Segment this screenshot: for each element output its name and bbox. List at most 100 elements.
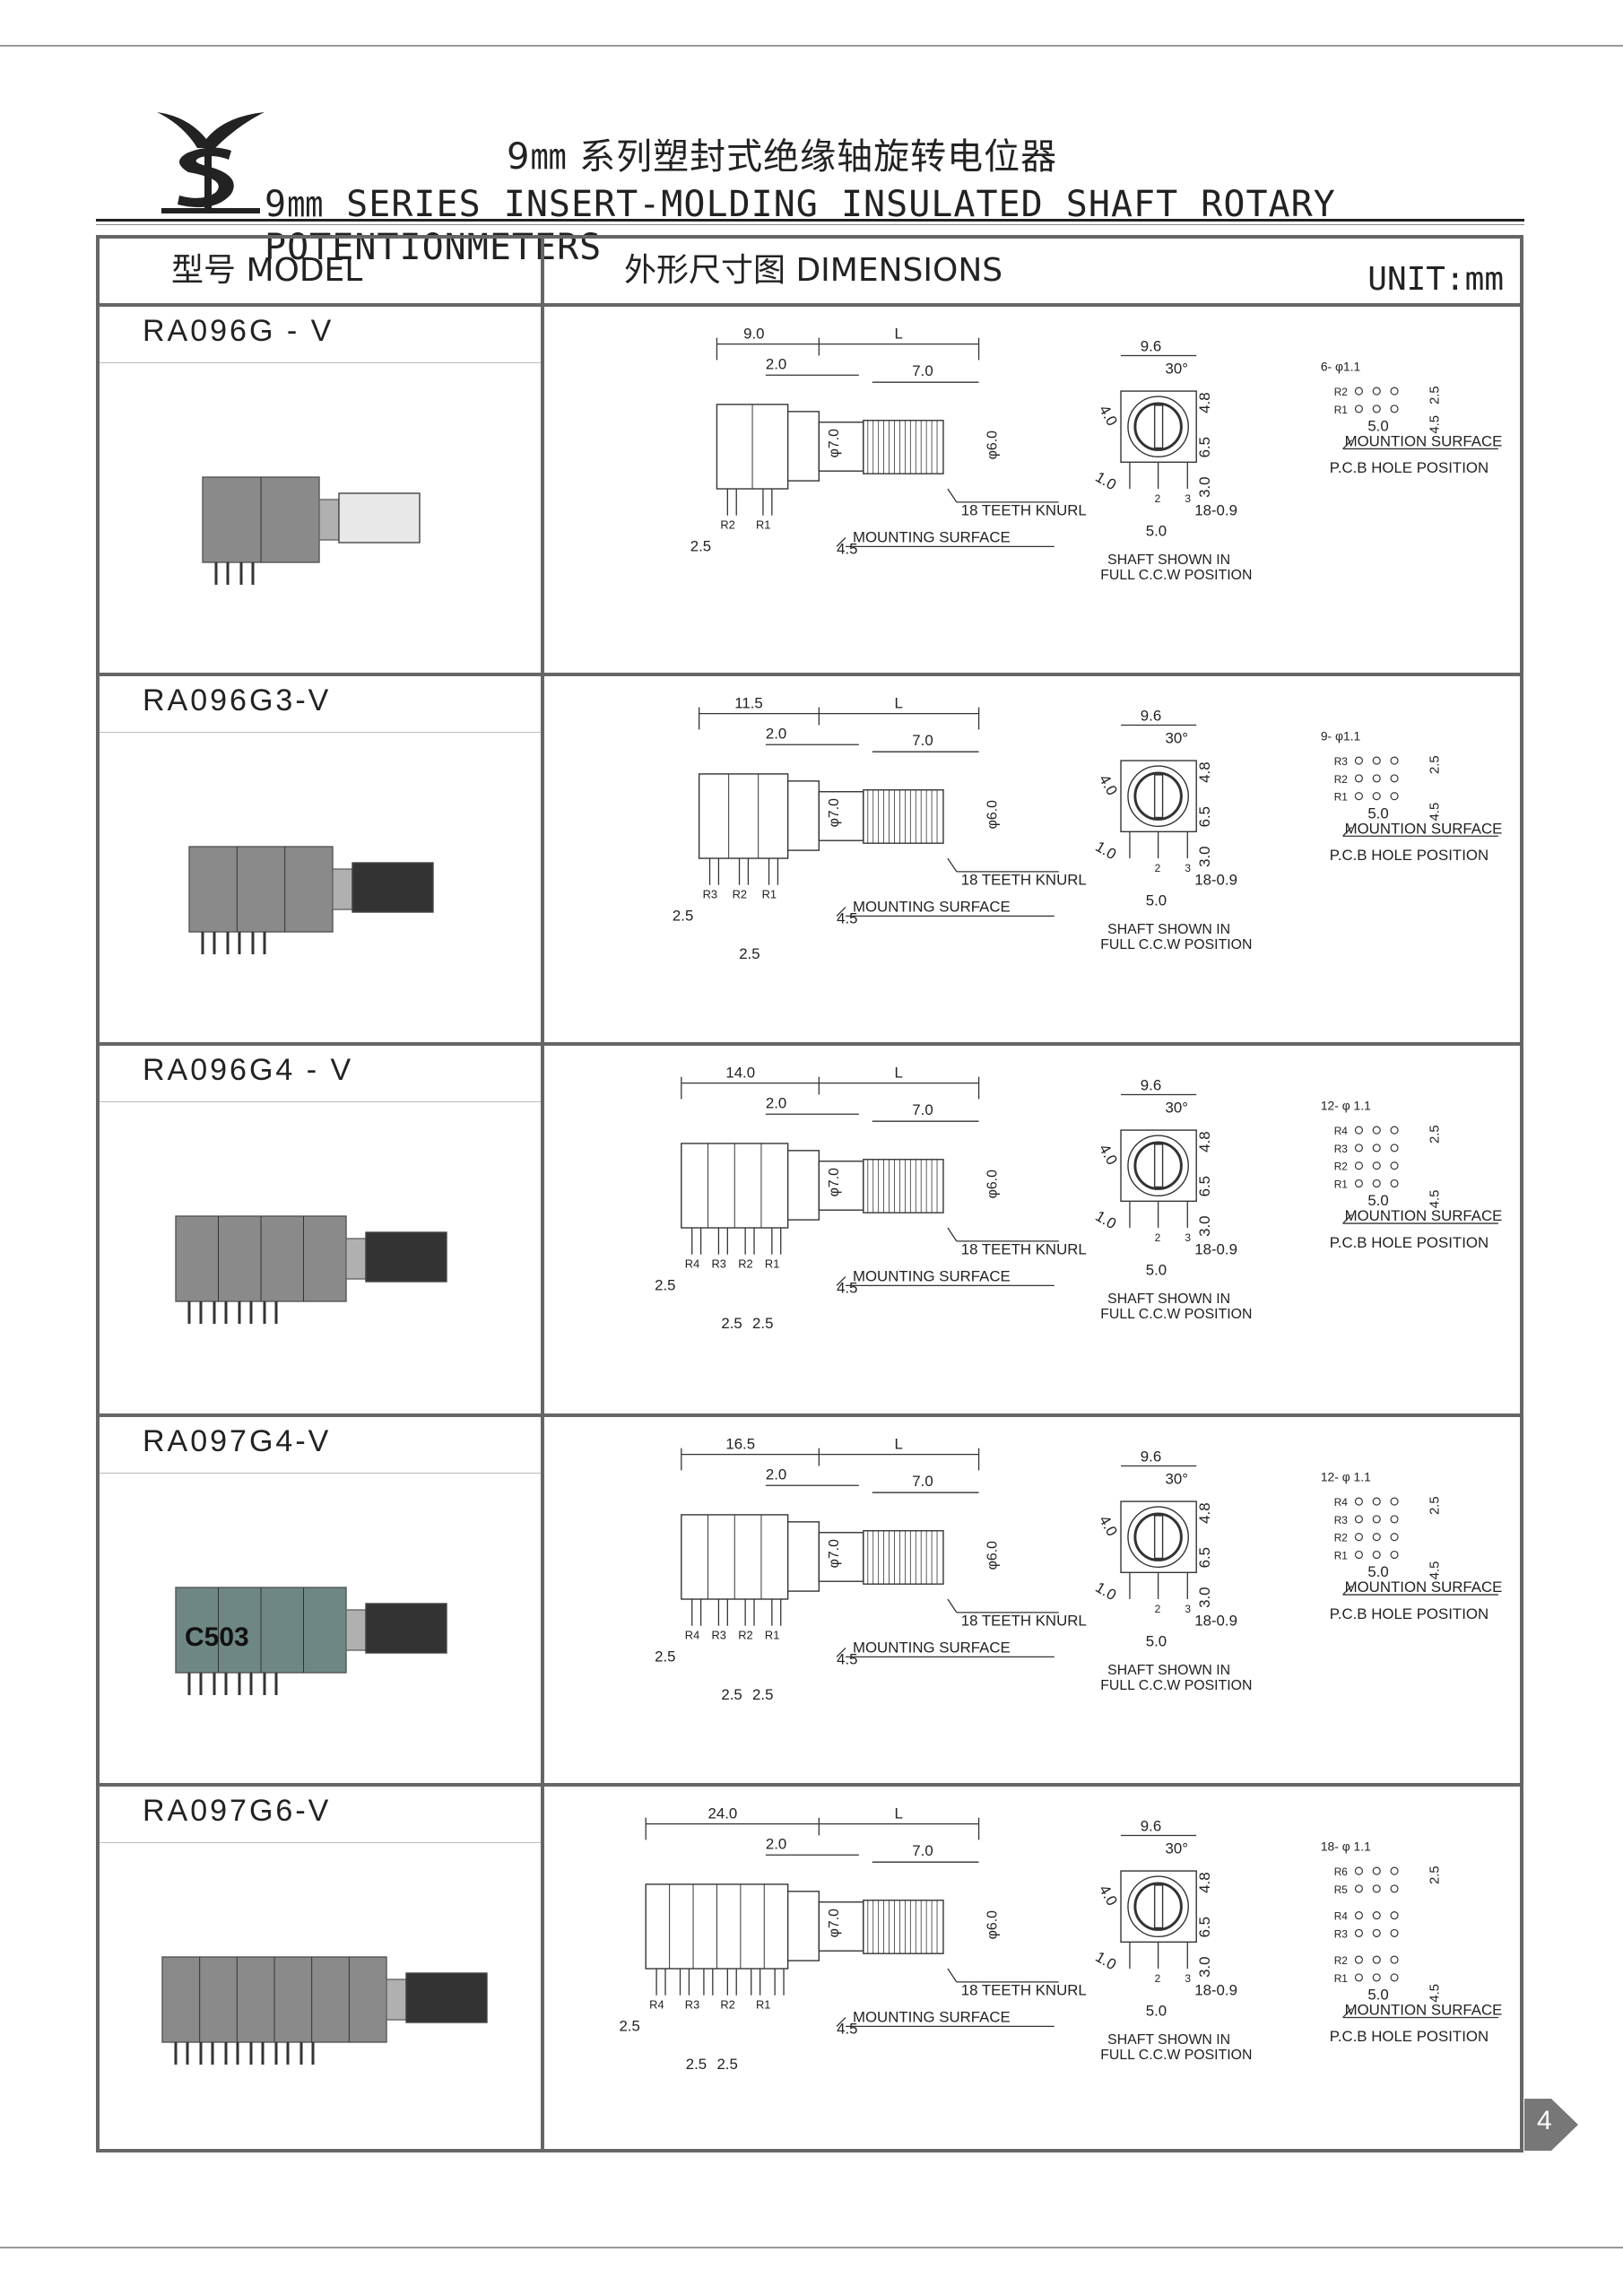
page-number: 4 <box>1537 2106 1552 2135</box>
pcb-row-label: R4 <box>1334 1910 1349 1923</box>
pcb-row-label: R1 <box>1334 1972 1349 1985</box>
body-stamp: C503 <box>185 1622 249 1652</box>
pcb-row-label: R1 <box>1334 1549 1349 1561</box>
pcb-row-label: R2 <box>1334 1161 1348 1173</box>
front-pin-2: 2 <box>1155 1231 1161 1244</box>
front-pin-dim: 3.0 <box>1196 847 1213 867</box>
spec-table: 型号 MODEL 外形尺寸图 DIMENSIONS UNIT:mm RA096G… <box>96 235 1523 2152</box>
mounting-note: MOUNTING SURFACE <box>853 528 1011 545</box>
front-height-dim: 4.0 <box>1096 402 1121 429</box>
shaft-note-2: FULL C.C.W POSITION <box>1100 1307 1252 1322</box>
angle-dim: 30° <box>1166 729 1188 746</box>
front-mid-dim: 6.5 <box>1196 806 1213 827</box>
pcb-hole-note: P.C.B HOLE POSITION <box>1330 847 1488 864</box>
pcb-row-label: R1 <box>1334 791 1349 804</box>
shaft-note-1: SHAFT SHOWN IN <box>1107 922 1230 937</box>
front-pin-3: 3 <box>1185 1603 1191 1615</box>
terminal-label: R3 <box>712 1257 726 1271</box>
header-unit: UNIT:mm <box>1367 261 1504 298</box>
knurl-dia-dim: φ6.0 <box>985 1910 1000 1939</box>
shaft-note-1: SHAFT SHOWN IN <box>1107 552 1230 568</box>
knurl-dia-dim: φ6.0 <box>985 800 1000 829</box>
terminal-label: R1 <box>765 1257 779 1271</box>
mounting-note: MOUNTING SURFACE <box>853 898 1011 915</box>
pcb-row-label: R3 <box>1334 1514 1349 1526</box>
model-name: RA096G4 - V <box>143 1053 354 1087</box>
pcb-row-dim: 2.5 <box>1428 386 1443 404</box>
model-divider <box>100 1101 541 1102</box>
pin-offset-dim: 2.5 <box>655 1276 675 1293</box>
front-pin-3: 3 <box>1185 862 1191 874</box>
length-dim: L <box>895 1805 903 1822</box>
front-top-dim: 4.8 <box>1196 392 1213 413</box>
front-pin-pitch-dim: 5.0 <box>1146 891 1167 909</box>
pin-pitch-dim-2: 2.5 <box>752 1686 773 1703</box>
pin-spacing-dim: 4.5 <box>837 909 857 926</box>
pcb-row-label: R5 <box>1334 1883 1349 1896</box>
pcb-row-label: R2 <box>1334 386 1348 398</box>
pcb-row-label: R4 <box>1334 1496 1349 1509</box>
front-width-dim: 9.6 <box>1141 1077 1161 1094</box>
front-mid-dim: 6.5 <box>1196 1917 1213 1937</box>
flange-dim: 2.0 <box>766 1465 786 1483</box>
pcb-row-dim: 2.5 <box>1428 1496 1443 1515</box>
body-width-dim: 14.0 <box>725 1065 755 1082</box>
front-width-dim: 9.6 <box>1141 708 1161 725</box>
pcb-edge-dim: 4.5 <box>1428 1561 1443 1580</box>
flange-dim: 2.0 <box>766 1094 786 1111</box>
pin-pitch-dim-2: 2.5 <box>716 2056 737 2073</box>
mounting-note: MOUNTING SURFACE <box>853 2008 1011 2025</box>
pin-spacing-dim: 4.5 <box>837 1650 857 1667</box>
knurl-dia-dim: φ6.0 <box>985 430 1000 459</box>
pin-spacing-dim: 4.5 <box>837 540 857 557</box>
length-dim: L <box>895 1436 903 1453</box>
knurl-length-dim: 7.0 <box>912 1842 933 1859</box>
pcb-hole-note: P.C.B HOLE POSITION <box>1330 1605 1488 1622</box>
front-height-dim: 4.0 <box>1096 1141 1121 1168</box>
pcb-row-label: R1 <box>1334 404 1349 416</box>
pcb-edge-dim: 4.5 <box>1428 1190 1443 1209</box>
front-pin-pitch-dim: 5.0 <box>1146 2002 1167 2019</box>
pin-width-dim: 18-0.9 <box>1194 872 1237 889</box>
front-offset-dim: 1.0 <box>1092 838 1119 863</box>
shaft-note-1: SHAFT SHOWN IN <box>1107 2032 1230 2048</box>
flange-dim: 2.0 <box>766 355 786 372</box>
pcb-hole-note: P.C.B HOLE POSITION <box>1330 1234 1488 1251</box>
front-pin-2: 2 <box>1155 1603 1161 1615</box>
body-width-dim: 16.5 <box>725 1436 755 1453</box>
body-width-dim: 9.0 <box>743 326 764 343</box>
front-top-dim: 4.8 <box>1196 1502 1213 1523</box>
front-height-dim: 4.0 <box>1096 771 1121 798</box>
top-sheet-edge <box>0 45 1623 47</box>
knurl-length-dim: 7.0 <box>912 1473 933 1490</box>
pcb-row-label: R4 <box>1334 1125 1349 1137</box>
knurl-note: 18 TEETH KNURL <box>961 1982 1087 1999</box>
front-top-dim: 4.8 <box>1196 761 1213 782</box>
terminal-label: R2 <box>720 1998 734 2012</box>
header-rule-thin <box>96 224 1524 225</box>
shaft-dia-dim: φ7.0 <box>827 429 842 457</box>
terminal-label: R2 <box>738 1257 752 1271</box>
pcb-row-label: R2 <box>1334 1532 1348 1544</box>
pcb-spacing-dim: 5.0 <box>1367 1987 1388 2004</box>
hole-count-note: 9- φ1.1 <box>1321 728 1361 743</box>
hole-count-note: 6- φ1.1 <box>1321 359 1361 373</box>
front-mid-dim: 6.5 <box>1196 1547 1213 1568</box>
title-english: 9㎜ SERIES INSERT-MOLDING INSULATED SHAFT… <box>265 184 1336 268</box>
terminal-label: R1 <box>756 518 770 532</box>
bottom-sheet-edge <box>0 2247 1623 2248</box>
pcb-row-label: R1 <box>1334 1178 1349 1190</box>
pcb-edge-dim: 4.5 <box>1428 803 1443 822</box>
header-model: 型号 MODEL <box>171 252 363 289</box>
front-width-dim: 9.6 <box>1141 1818 1161 1835</box>
terminal-label: R4 <box>685 1257 699 1271</box>
length-dim: L <box>895 1065 903 1082</box>
front-pin-pitch-dim: 5.0 <box>1146 1632 1167 1649</box>
knurl-length-dim: 7.0 <box>912 732 933 749</box>
front-pin-dim: 3.0 <box>1196 477 1213 498</box>
product-photo <box>161 1956 488 2065</box>
